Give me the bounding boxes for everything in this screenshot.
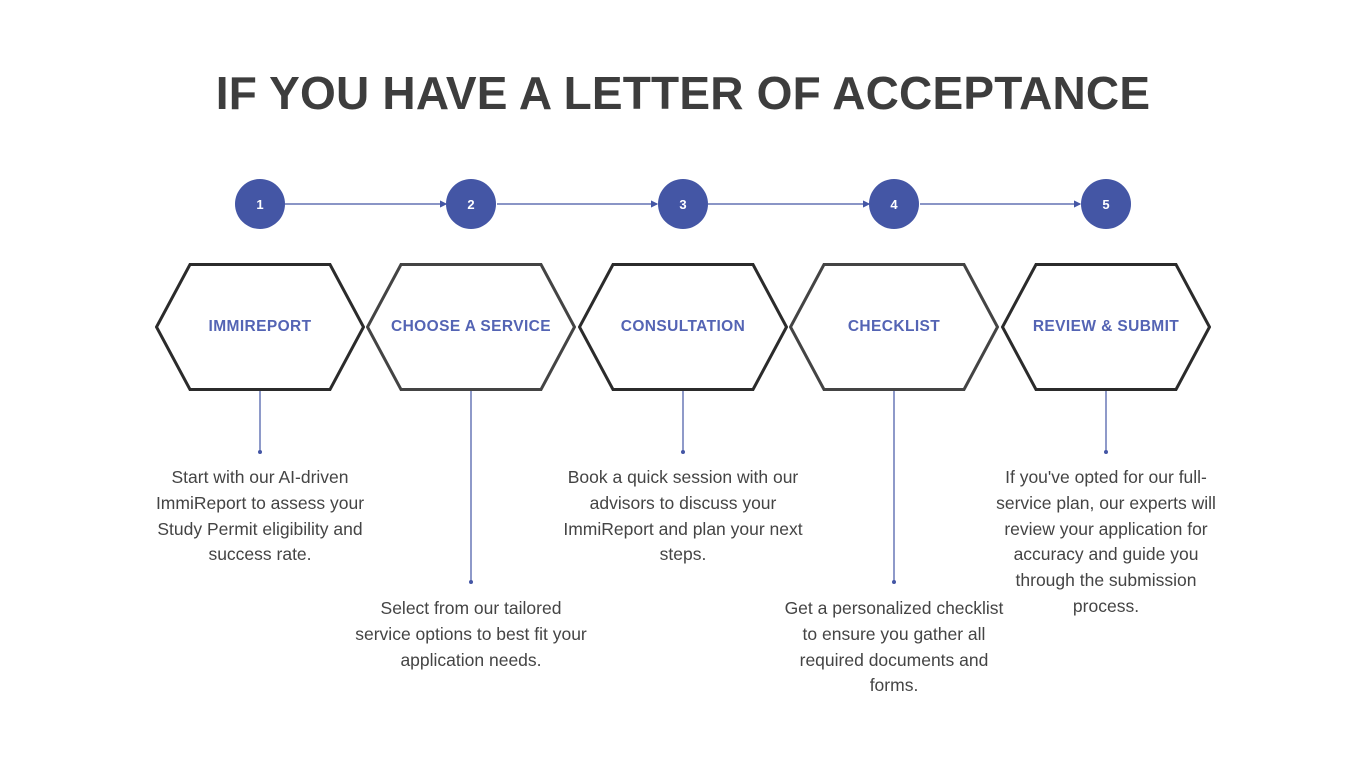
step-label-3: CONSULTATION bbox=[620, 318, 746, 335]
connector-dot-4 bbox=[892, 580, 896, 584]
step-label-1: IMMIREPORT bbox=[208, 318, 312, 335]
step-number-3: 3 bbox=[658, 179, 708, 229]
step-number-4: 4 bbox=[869, 179, 919, 229]
connector-dot-3 bbox=[681, 450, 685, 454]
step-number-1: 1 bbox=[235, 179, 285, 229]
step-description-5: If you've opted for our full-service pla… bbox=[996, 467, 1216, 616]
hexagon-shape bbox=[578, 263, 788, 391]
step-label-2: CHOOSE A SERVICE bbox=[391, 318, 551, 335]
step-description-1: Start with our AI-driven ImmiReport to a… bbox=[155, 467, 365, 565]
step-label-5: REVIEW & SUBMIT bbox=[1032, 318, 1180, 335]
step-label-4: CHECKLIST bbox=[847, 318, 941, 335]
connector-dot-5 bbox=[1104, 450, 1108, 454]
step-number-2: 2 bbox=[446, 179, 496, 229]
page-title: IF YOU HAVE A LETTER OF ACCEPTANCE bbox=[215, 67, 1151, 119]
step-description-4: Get a personalized checklist to ensure y… bbox=[784, 598, 1004, 696]
connector-dot-2 bbox=[469, 580, 473, 584]
hexagon-shape bbox=[1001, 263, 1211, 391]
hexagon-step-3: CONSULTATION bbox=[578, 263, 788, 391]
hexagon-shape bbox=[789, 263, 999, 391]
step-description-3: Book a quick session with our advisors t… bbox=[563, 467, 803, 565]
hexagon-step-5: REVIEW & SUBMIT bbox=[1001, 263, 1211, 391]
connector-dot-1 bbox=[258, 450, 262, 454]
hexagon-step-4: CHECKLIST bbox=[789, 263, 999, 391]
hexagon-shape bbox=[366, 263, 576, 391]
hexagon-shape bbox=[155, 263, 365, 391]
step-description-2: Select from our tailored service options… bbox=[355, 598, 587, 670]
step-number-5: 5 bbox=[1081, 179, 1131, 229]
hexagon-step-1: IMMIREPORT bbox=[155, 263, 365, 391]
hexagon-step-2: CHOOSE A SERVICE bbox=[366, 263, 576, 391]
